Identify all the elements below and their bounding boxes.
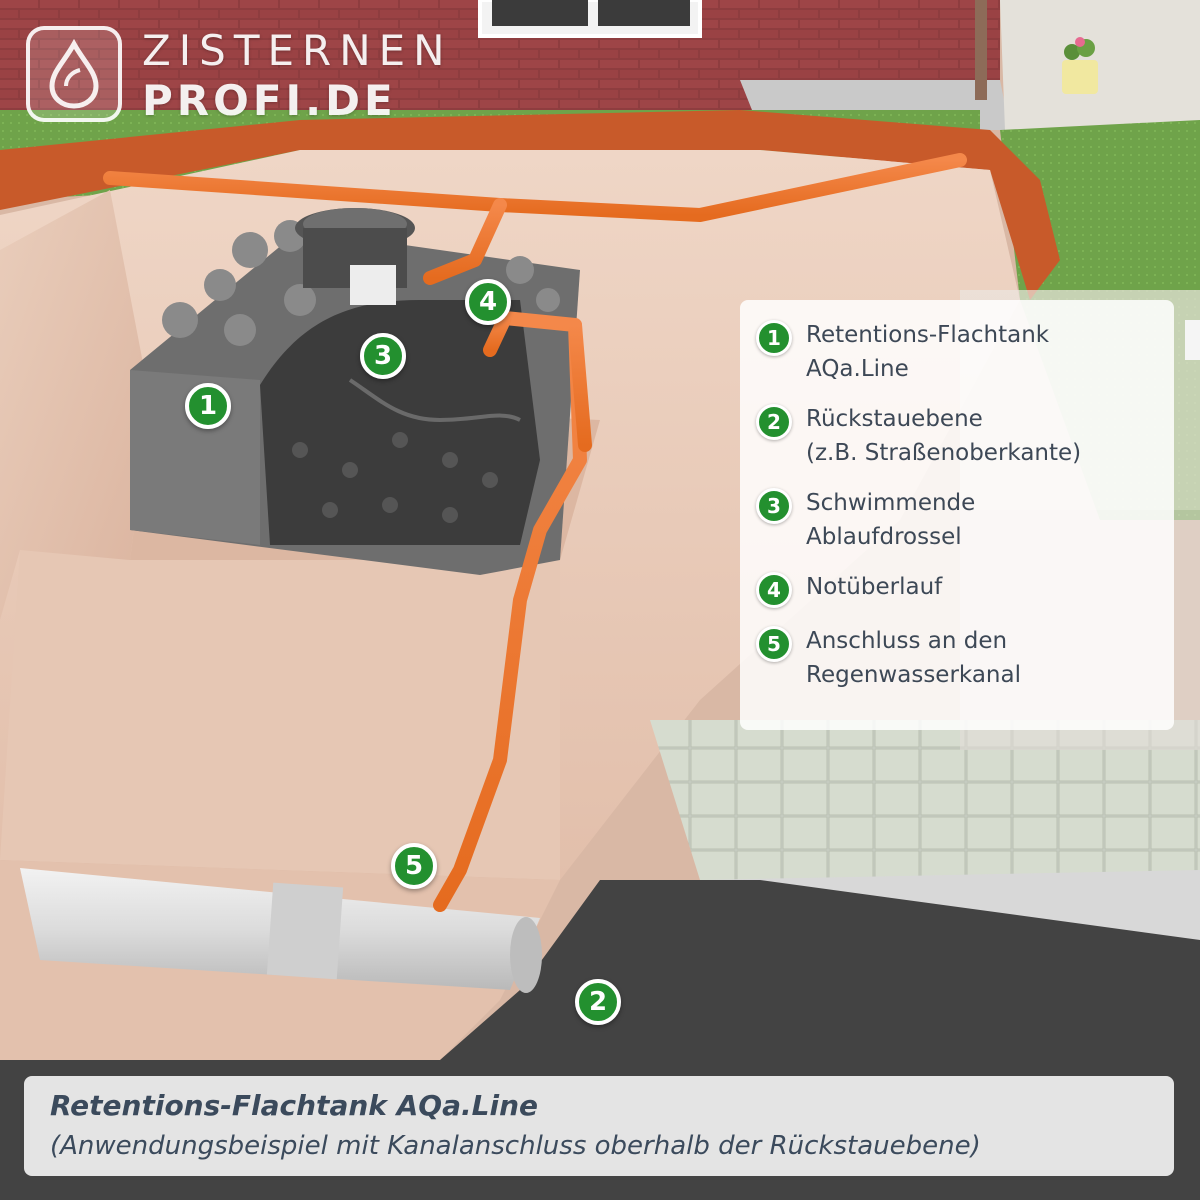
curb (700, 870, 1200, 940)
legend-item-4: 4 Notüberlauf (756, 570, 1158, 608)
caption-title: Retentions-Flachtank AQa.Line (50, 1089, 539, 1122)
legend-label: Schwimmende (806, 490, 976, 516)
legend-label: Anschluss an den (806, 628, 1008, 654)
rain-pipes (103, 153, 967, 912)
legend-label-line2: Ablaufdrossel (806, 524, 962, 550)
legend-label-line2: Regenwasserkanal (806, 662, 1021, 688)
caption-subtitle: (Anwendungsbeispiel mit Kanalanschluss o… (50, 1131, 981, 1161)
topsoil-band (0, 110, 1060, 300)
logo-text-top: ZISTERNEN (142, 26, 453, 75)
legend-number: 4 (756, 572, 792, 608)
sidewalk-paving (650, 720, 1200, 880)
terrace (1000, 0, 1200, 130)
legend-number: 2 (756, 404, 792, 440)
caption-box: Retentions-Flachtank AQa.Line (Anwendung… (24, 1076, 1174, 1176)
legend-label: Retentions-Flachtank (806, 322, 1050, 348)
flower-pot-icon (1062, 37, 1098, 94)
legend-label: Rückstauebene (806, 406, 983, 432)
legend-label-line2: (z.B. Straßenoberkante) (806, 440, 1082, 466)
logo: ZISTERNEN PROFI.DE (22, 22, 445, 132)
excavation-left (0, 190, 150, 620)
legend-label: Notüberlauf (806, 574, 943, 600)
drop-logo-icon (26, 26, 122, 122)
legend-number: 5 (756, 626, 792, 662)
logo-text-bottom: PROFI.DE (142, 76, 397, 125)
excavation-terrace (0, 550, 560, 880)
legend-label-line2: AQa.Line (806, 356, 909, 382)
sewer-pipe (20, 868, 542, 993)
legend-number: 1 (756, 320, 792, 356)
legend-item-2: 2 Rückstauebene (z.B. Straßenoberkante) (756, 402, 1158, 470)
legend-number: 3 (756, 488, 792, 524)
downpipe (975, 0, 987, 100)
